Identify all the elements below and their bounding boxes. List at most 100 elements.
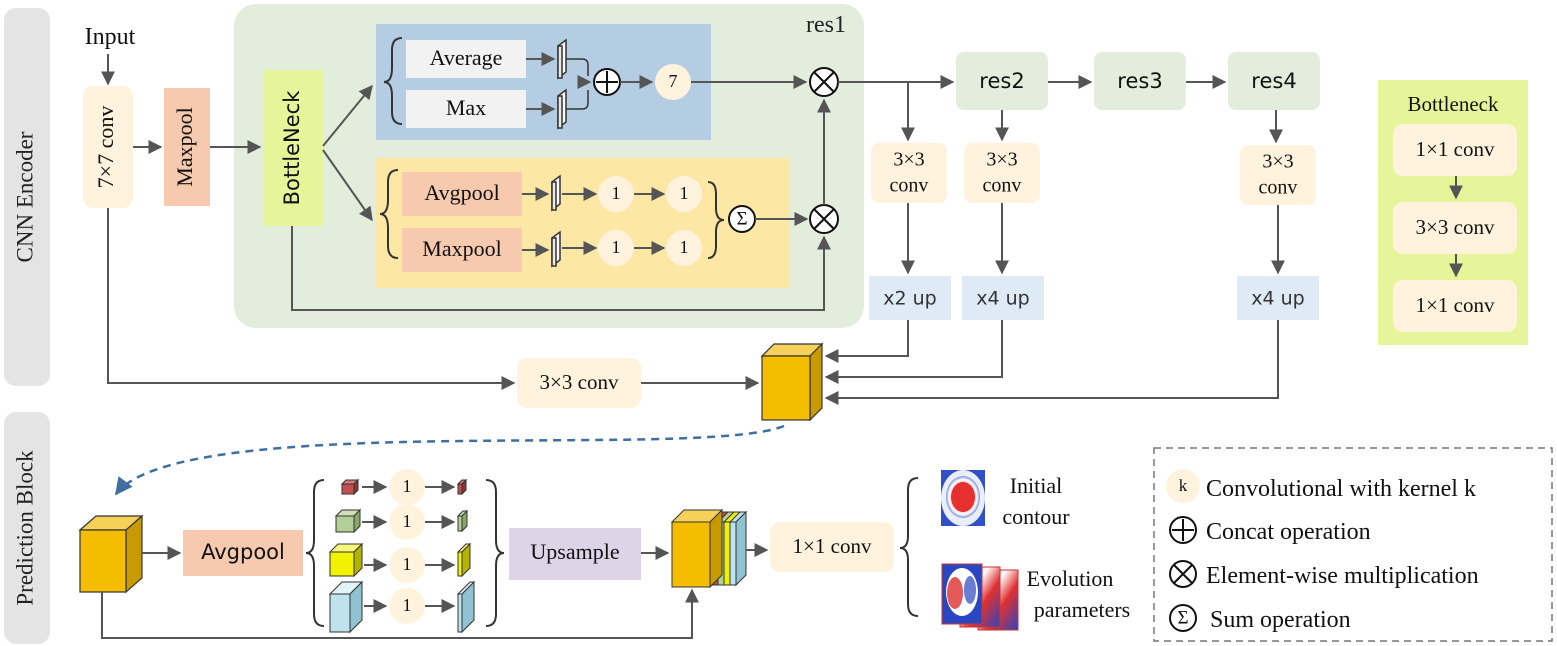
maxpool-block-res1: Maxpool bbox=[402, 228, 522, 272]
svg-text:Concat operation: Concat operation bbox=[1206, 519, 1371, 545]
final-conv1x1-block: 1×1 conv bbox=[770, 522, 894, 572]
svg-text:Upsample: Upsample bbox=[530, 539, 619, 564]
pyramid-close-brace bbox=[485, 479, 505, 627]
res1-label: res1 bbox=[806, 12, 846, 38]
upsample-x2-block: x2 up bbox=[869, 276, 951, 320]
spatial-vector-top bbox=[551, 174, 561, 212]
kernel7-circle: 7 bbox=[655, 64, 691, 100]
svg-text:3×3: 3×3 bbox=[893, 149, 924, 171]
pyramid-row-4: 1 bbox=[328, 580, 476, 634]
dashed-flow-arrow bbox=[114, 424, 785, 496]
operator-legend: k Convolutional with kernel k Concat ope… bbox=[1153, 447, 1553, 642]
svg-text:Avgpool: Avgpool bbox=[201, 540, 285, 564]
pyramid-row-2: 1 bbox=[334, 504, 469, 540]
svg-text:Sum operation: Sum operation bbox=[1210, 607, 1351, 633]
svg-text:conv: conv bbox=[890, 175, 929, 197]
svg-text:1: 1 bbox=[612, 183, 621, 203]
svg-text:1×1 conv: 1×1 conv bbox=[793, 534, 872, 558]
concat-op-icon bbox=[593, 68, 621, 96]
sum-legend-icon: Σ bbox=[1169, 604, 1197, 632]
maxpool-block: Maxpool bbox=[164, 88, 210, 206]
multiply-legend-icon bbox=[1169, 560, 1197, 588]
svg-text:CNN Encoder: CNN Encoder bbox=[12, 131, 37, 262]
svg-text:Max: Max bbox=[446, 95, 486, 120]
svg-text:res3: res3 bbox=[1117, 69, 1162, 93]
side-conv-1: 3×3 conv bbox=[871, 143, 947, 203]
svg-text:BottleNeck: BottleNeck bbox=[280, 90, 304, 206]
svg-text:x2 up: x2 up bbox=[883, 288, 936, 310]
evolution-label-1: Evolution bbox=[1027, 566, 1114, 591]
multiply-op-icon-bottom bbox=[809, 204, 839, 234]
svg-text:3×3: 3×3 bbox=[986, 149, 1017, 171]
svg-text:Convolutional with kernel k: Convolutional with kernel k bbox=[1206, 476, 1476, 502]
svg-text:Average: Average bbox=[430, 45, 503, 70]
skip-conv3x3-block: 3×3 conv bbox=[517, 358, 641, 408]
output-brace bbox=[899, 477, 919, 617]
channel-vector-bottom bbox=[557, 88, 567, 130]
svg-text:k: k bbox=[1179, 476, 1188, 495]
svg-text:Element-wise multiplication: Element-wise multiplication bbox=[1206, 563, 1479, 589]
svg-text:3×3 conv: 3×3 conv bbox=[540, 370, 619, 394]
res2-block: res2 bbox=[956, 52, 1048, 110]
res3-block: res3 bbox=[1094, 52, 1186, 110]
svg-text:1: 1 bbox=[403, 554, 412, 574]
svg-text:1: 1 bbox=[680, 237, 689, 257]
average-block: Average bbox=[406, 40, 526, 78]
svg-text:1×1 conv: 1×1 conv bbox=[1416, 293, 1495, 317]
svg-text:conv: conv bbox=[1259, 177, 1298, 199]
svg-text:x4 up: x4 up bbox=[976, 288, 1029, 310]
kernel1-circle-d: 1 bbox=[666, 230, 702, 266]
svg-text:x4 up: x4 up bbox=[1251, 288, 1304, 310]
prediction-input-cube bbox=[78, 514, 144, 594]
upsample-block: Upsample bbox=[509, 528, 641, 580]
channel-brace bbox=[383, 37, 403, 125]
spatial-vector-bottom bbox=[551, 230, 561, 268]
side-conv-3: 3×3 conv bbox=[1240, 145, 1316, 205]
pyramid-row-1: 1 bbox=[340, 469, 468, 505]
prediction-avgpool-block: Avgpool bbox=[183, 530, 303, 576]
kernel1-circle-b: 1 bbox=[598, 230, 634, 266]
svg-text:3×3: 3×3 bbox=[1262, 151, 1293, 173]
svg-text:1: 1 bbox=[403, 595, 412, 615]
svg-text:1: 1 bbox=[680, 183, 689, 203]
concat-feature-stack bbox=[670, 508, 748, 589]
initial-contour-image bbox=[941, 470, 985, 526]
svg-text:conv: conv bbox=[983, 175, 1022, 197]
svg-text:1: 1 bbox=[403, 511, 412, 531]
svg-text:1: 1 bbox=[612, 237, 621, 257]
multiply-op-icon-top bbox=[809, 67, 839, 97]
upsample-x4-block-b: x4 up bbox=[1237, 276, 1319, 320]
pyramid-open-brace bbox=[305, 479, 325, 627]
prediction-section-label: Prediction Block bbox=[4, 412, 50, 644]
svg-text:Σ: Σ bbox=[736, 208, 747, 229]
svg-text:Maxpool: Maxpool bbox=[422, 236, 501, 261]
svg-text:Σ: Σ bbox=[1177, 607, 1188, 628]
conv7x7-block: 7×7 conv bbox=[83, 86, 133, 208]
initial-contour-label-2: contour bbox=[1002, 504, 1070, 529]
bottleneck-legend-panel: Bottleneck 1×1 conv 3×3 conv 1×1 conv bbox=[1378, 80, 1528, 345]
encoder-section-label: CNN Encoder bbox=[4, 8, 50, 386]
kernel-legend-icon: k bbox=[1166, 469, 1200, 503]
svg-text:Prediction Block: Prediction Block bbox=[12, 450, 37, 606]
spatial-brace bbox=[379, 169, 399, 259]
encoder-feature-cube bbox=[760, 342, 824, 422]
svg-text:Bottleneck: Bottleneck bbox=[1408, 92, 1499, 116]
concat-legend-icon bbox=[1169, 516, 1197, 544]
svg-text:7: 7 bbox=[669, 71, 678, 91]
initial-contour-label-1: Initial bbox=[1010, 473, 1063, 498]
svg-text:res2: res2 bbox=[979, 69, 1024, 93]
avgpool-block-res1: Avgpool bbox=[402, 172, 522, 216]
input-label: Input bbox=[85, 24, 136, 50]
svg-text:Maxpool: Maxpool bbox=[172, 107, 197, 186]
pyramid-row-3: 1 bbox=[328, 542, 472, 583]
kernel1-circle-c: 1 bbox=[666, 176, 702, 212]
svg-text:7×7 conv: 7×7 conv bbox=[93, 106, 118, 189]
upsample-x4-block-a: x4 up bbox=[962, 276, 1044, 320]
svg-text:res4: res4 bbox=[1251, 69, 1296, 93]
svg-text:1: 1 bbox=[403, 476, 412, 496]
bottleneck-block: BottleNeck bbox=[263, 70, 323, 226]
svg-text:3×3 conv: 3×3 conv bbox=[1416, 215, 1495, 239]
kernel1-circle-a: 1 bbox=[598, 176, 634, 212]
